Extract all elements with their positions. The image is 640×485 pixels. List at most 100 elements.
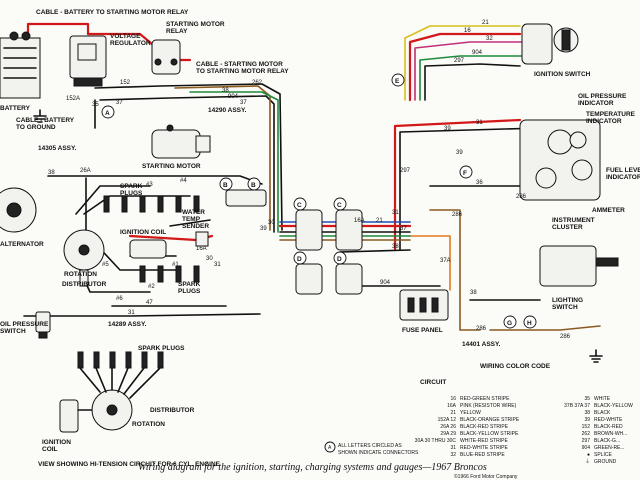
wire-number: 152 xyxy=(120,80,131,86)
color-code-circuit: 152 xyxy=(582,424,591,430)
wire-number: 26A xyxy=(80,168,91,174)
spark-plug xyxy=(193,195,200,213)
wire-37 xyxy=(99,95,275,233)
connector-block xyxy=(295,209,323,251)
color-code-color: BLACK xyxy=(594,410,611,416)
color-code-circuit: 21 xyxy=(450,410,456,416)
circuit-header: CIRCUIT xyxy=(420,379,446,386)
starting-motor-relay xyxy=(151,39,181,75)
ignition-coil-body xyxy=(129,239,167,259)
ignition-switch-body xyxy=(521,23,553,65)
label-assy-14290: 14290 ASSY. xyxy=(208,107,247,114)
wire-number: 16A xyxy=(354,218,365,224)
wire-number: #6 xyxy=(116,296,123,302)
wire-number: 37 xyxy=(400,226,407,232)
oil-pressure-switch-thread xyxy=(38,331,48,339)
fuse xyxy=(419,297,427,313)
water-temp-sender xyxy=(195,231,209,247)
color-code-color: BLACK-YELLOW STRIPE xyxy=(460,431,519,437)
wire-904 xyxy=(189,91,279,233)
connector-bubble xyxy=(247,177,261,191)
wire-38 xyxy=(339,249,411,253)
color-code-circuit: 38 xyxy=(584,410,590,416)
connector-bubbles: A B B C C D D E F G H A xyxy=(101,73,537,453)
color-code-circuit: 32 xyxy=(450,452,456,458)
label-line: SENDER xyxy=(182,223,209,230)
wire-number: 904 xyxy=(380,280,391,286)
label-distributor-6cyl: DISTRIBUTOR xyxy=(150,407,195,414)
label-line: PLUGS xyxy=(178,288,201,295)
wire-number: 152A xyxy=(66,96,80,102)
wire-number: 297 xyxy=(454,58,465,64)
label-line: SWITCH xyxy=(552,304,578,311)
connector-letter: C xyxy=(337,202,342,209)
battery-terminal xyxy=(21,31,31,41)
fuse xyxy=(407,297,415,313)
connector-bubble xyxy=(293,251,307,265)
connector-bubble xyxy=(101,105,115,119)
label-cable-battery-relay: CABLE - BATTERY TO STARTING MOTOR RELAY xyxy=(36,9,189,16)
color-code-color: GROUND xyxy=(594,459,617,465)
wire-number: 16A xyxy=(196,246,207,252)
spark-plug-6cyl xyxy=(157,351,164,369)
label-ignition-switch: IGNITION SWITCH xyxy=(534,71,591,78)
label-starting-motor: STARTING MOTOR xyxy=(142,163,201,170)
label-line: PLUGS xyxy=(120,190,143,197)
label-line: STARTING MOTOR xyxy=(166,21,225,28)
label-assy-14401: 14401 ASSY. xyxy=(462,341,501,348)
wire-number: 262 xyxy=(252,80,263,86)
label-line: WATER xyxy=(182,209,205,216)
wire-16 xyxy=(408,32,522,102)
starting-motor xyxy=(151,124,211,159)
wire-number: 38 xyxy=(470,290,477,296)
label-line: INSTRUMENT xyxy=(552,217,595,224)
ignition-switch-key xyxy=(561,29,571,51)
wire-152 xyxy=(94,83,283,231)
connector-letter: B xyxy=(251,182,256,189)
starting-motor-terminal xyxy=(166,124,174,132)
wire-number: 31 xyxy=(392,210,399,216)
wire-39 xyxy=(399,127,541,251)
wire-number: 39 xyxy=(260,226,267,232)
ignition-coil xyxy=(129,239,167,259)
wire-number: #4 xyxy=(180,178,187,184)
color-code-color: BLACK-G... xyxy=(594,438,620,444)
color-code-color: BLUE-RED STRIPE xyxy=(460,452,505,458)
spark-plug xyxy=(157,265,164,283)
wire-number: 30 xyxy=(268,220,275,226)
relay-body xyxy=(151,39,181,75)
color-code-circuit: 297 xyxy=(582,438,591,444)
label-line: IGNITION xyxy=(42,439,71,446)
battery-cable-wire xyxy=(26,22,90,40)
distributor-center xyxy=(78,244,90,256)
color-code-color: BLACK-ORANGE STRIPE xyxy=(460,417,520,423)
wire-number: 286 xyxy=(516,194,527,200)
connector-letter: A xyxy=(328,445,332,451)
connector-letter: A xyxy=(105,110,110,117)
relay-cable-wire xyxy=(86,32,154,46)
diagram-credit: ©1966 Ford Motor Company xyxy=(454,473,518,480)
battery-terminal xyxy=(9,31,19,41)
wire-31-engine xyxy=(23,313,261,317)
ground-icon xyxy=(33,109,47,123)
spark-plug xyxy=(121,195,128,213)
label-fuse-panel: FUSE PANEL xyxy=(402,327,443,334)
wire-number: 904 xyxy=(472,50,483,56)
wire-number: 286 xyxy=(476,326,487,332)
color-code-circuit: 29A 29 xyxy=(440,431,456,437)
connector-block xyxy=(295,263,323,295)
firewall-connectors xyxy=(225,189,363,295)
color-code-circuit: 31 xyxy=(450,445,456,451)
wire-number: 38 xyxy=(392,244,399,250)
label-line: ALL LETTERS CIRCLED AS xyxy=(338,443,402,449)
color-code-color: RED-WHITE STRIPE xyxy=(460,445,508,451)
label-line: OIL PRESSURE xyxy=(0,321,49,328)
